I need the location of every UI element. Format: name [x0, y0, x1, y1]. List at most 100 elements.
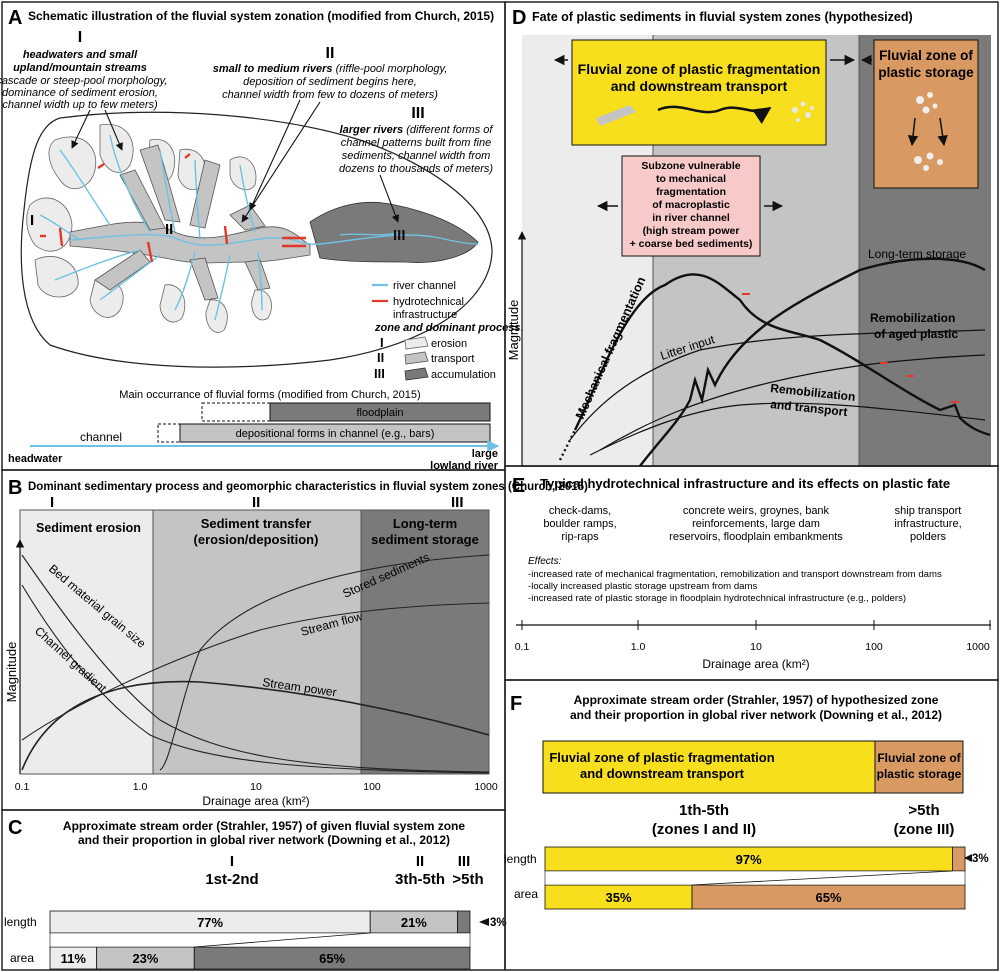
svg-text:boulder ramps,: boulder ramps, — [543, 518, 616, 530]
curve-stream-power — [21, 680, 490, 771]
c-length-value-2: 21% — [401, 915, 427, 930]
panel-a-title: Schematic illustration of the fluvial sy… — [28, 9, 494, 23]
mechanical-subzone-box — [621, 155, 761, 257]
d-store-label-1: Fluvial zone of — [879, 48, 973, 63]
bar-connector — [544, 870, 966, 886]
effects-title: Effects: — [528, 556, 562, 567]
svg-text:in river channel: in river channel — [652, 212, 730, 224]
b-zone-2-label-2: (erosion/deposition) — [194, 532, 319, 547]
zone-2-desc-2: deposition of sediment begins here, — [243, 76, 417, 88]
b-zone-1-label: Sediment erosion — [36, 521, 141, 535]
river-basin-outline — [20, 111, 493, 368]
panel-f: F Approximate stream order (Strahler, 19… — [504, 679, 999, 971]
panel-a-letter: A — [8, 7, 22, 29]
svg-text:to mechanical: to mechanical — [656, 173, 726, 185]
river-channels — [39, 134, 479, 321]
c-area-label: area — [10, 951, 34, 965]
legend-infra-2: infrastructure — [393, 309, 457, 321]
c-area-value-3: 65% — [319, 951, 345, 966]
depositional-label: depositional forms in channel (e.g., bar… — [236, 428, 435, 440]
panel-b: B Dominant sedimentary process and geomo… — [1, 469, 588, 811]
f-order-1a: 1th-5th — [679, 802, 729, 819]
store-arrow-2 — [937, 117, 948, 147]
f-store-label-1: Fluvial zone of — [877, 751, 961, 765]
zone-2-number: II — [326, 45, 335, 62]
zone-3-desc-0: larger rivers (different forms of — [340, 124, 494, 136]
e-x-tickmarks — [521, 620, 991, 630]
panel-f-title-2: and their proportion in global river net… — [570, 708, 942, 722]
fragmentation-zone-box — [571, 39, 827, 146]
b-zone-3-label-1: Long-term — [393, 516, 457, 531]
c-zone-2-num: II — [416, 853, 424, 870]
forms-title: Main occurrance of fluvial forms (modifi… — [119, 389, 420, 401]
panel-d-letter: D — [512, 7, 526, 29]
svg-text:check-dams,: check-dams, — [549, 505, 611, 517]
panel-b-title: Dominant sedimentary process and geomorp… — [28, 481, 588, 493]
zone-3-desc-3: sediments, channel width from — [342, 150, 491, 162]
svg-text:100: 100 — [363, 781, 381, 793]
f-length-2-value: 3% — [972, 853, 989, 865]
panel-b-letter: B — [8, 477, 22, 499]
panel-e-title: Typical hydrotechnical infrastructure an… — [540, 476, 950, 491]
bar-connector — [49, 932, 471, 948]
stored-plastic-icon — [914, 92, 943, 171]
effect-3: -increased rate of plastic storage in fl… — [528, 593, 906, 604]
legend-zone-2: transport — [431, 353, 474, 365]
svg-text:10: 10 — [750, 641, 762, 653]
f-area-segment-1 — [544, 884, 693, 910]
curve-mech-fragmentation — [573, 273, 991, 437]
e-infrastructure-columns: check-dams, boulder ramps, rip-raps conc… — [543, 505, 961, 543]
transport-arrow-icon — [657, 105, 772, 125]
f-store-label-2: plastic storage — [877, 767, 962, 781]
d-store-label-2: plastic storage — [878, 65, 974, 80]
zone-1-heading-2: upland/mountain streams — [13, 62, 147, 74]
b-zone-1-num: I — [50, 494, 54, 511]
zone-3-accumulation-area — [309, 201, 479, 263]
b-x-label: Drainage area (km²) — [202, 794, 309, 808]
microplastic-cluster-icon — [792, 101, 814, 122]
panel-f-letter: F — [510, 693, 522, 715]
legend-zone-3: accumulation — [431, 369, 496, 381]
f-order-2b: (zone III) — [894, 821, 955, 838]
map-zone-2: II — [165, 221, 173, 238]
panel-e-letter: E — [512, 475, 525, 497]
legend-infra-1: hydrotechnical — [393, 296, 464, 308]
svg-text:reinforcements, large dam: reinforcements, large dam — [692, 518, 820, 530]
c-proportion-bars: 77%21%11%23%65% — [49, 910, 489, 970]
b-zone-2-label-1: Sediment transfer — [201, 516, 312, 531]
svg-text:infrastructure,: infrastructure, — [894, 518, 961, 530]
c-zone-3-num: III — [458, 853, 471, 870]
b-y-label: Magnitude — [4, 642, 19, 703]
e-x-label: Drainage area (km²) — [702, 657, 809, 671]
zone-1-desc-2: dominance of sediment erosion, — [2, 87, 158, 99]
f-length-label: length — [504, 852, 537, 866]
b-zone-3-band — [360, 509, 490, 775]
f-length-value-1: 97% — [736, 852, 762, 867]
svg-text:rip-raps: rip-raps — [561, 531, 599, 543]
svg-text:concrete weirs, groynes, bank: concrete weirs, groynes, bank — [683, 505, 830, 517]
zone-1-heading: headwaters and small — [23, 49, 138, 61]
f-area-value-1: 35% — [605, 890, 631, 905]
c-length-label: length — [4, 915, 37, 929]
b-zone-2-band — [152, 509, 362, 775]
zone-1-desc-1: (cascade or steep-pool morphology, — [0, 75, 167, 87]
storage-zone-box — [873, 39, 979, 189]
svg-text:fragmentation: fragmentation — [656, 186, 726, 198]
svg-text:Subzone vulnerable: Subzone vulnerable — [641, 160, 740, 172]
svg-text:ship transport: ship transport — [895, 505, 962, 517]
floodplain-dashed-box — [201, 402, 273, 422]
headwater-label: headwater — [8, 453, 63, 465]
curve-long-term-storage — [639, 257, 986, 467]
svg-text:0.1: 0.1 — [15, 781, 30, 793]
c-3pct-pointer — [479, 918, 489, 926]
f-length-segment-1 — [544, 846, 953, 872]
svg-text:100: 100 — [865, 641, 883, 653]
panel-c-title-1: Approximate stream order (Strahler, 1957… — [63, 819, 465, 833]
b-x-ticks: 0.1 1.0 10 100 1000 — [15, 781, 498, 793]
curve-remob-aged — [599, 354, 986, 451]
legend-zone-title: zone and dominant process: — [374, 322, 524, 334]
curve-stored-sediments — [159, 554, 490, 771]
svg-text:1.0: 1.0 — [631, 641, 646, 653]
legend-zone-2-num: II — [377, 350, 384, 365]
